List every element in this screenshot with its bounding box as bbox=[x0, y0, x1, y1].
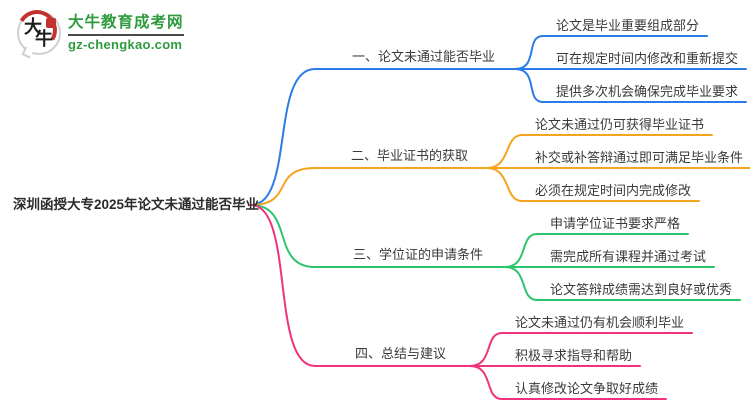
mindmap-leaf-node: 可在规定时间内修改和重新提交 bbox=[556, 51, 739, 66]
mindmap-leaf-node: 积极寻求指导和帮助 bbox=[515, 348, 633, 363]
logo-char-niu: 牛 bbox=[35, 29, 53, 49]
logo-text-block: 大牛教育成考网 gz-chengkao.com bbox=[68, 14, 184, 52]
mindmap-leaf-node: 补交或补答辩通过即可满足毕业条件 bbox=[535, 150, 744, 165]
daniu-logo-icon: 大 牛 bbox=[12, 5, 62, 59]
mindmap-leaf-node: 申请学位证书要求严格 bbox=[550, 216, 681, 231]
site-url: gz-chengkao.com bbox=[68, 36, 183, 52]
branch-label-1: 一、论文未通过能否毕业 bbox=[352, 49, 496, 64]
mindmap-leaf-node: 论文是毕业重要组成部分 bbox=[556, 18, 700, 33]
mindmap-leaf-node: 必须在规定时间内完成修改 bbox=[535, 183, 692, 198]
branch-label-4: 四、总结与建议 bbox=[355, 346, 447, 361]
mindmap-leaf-node: 论文未通过仍可获得毕业证书 bbox=[535, 117, 705, 132]
mindmap-leaf-node: 需完成所有课程并通过考试 bbox=[550, 249, 707, 264]
mindmap-leaf-node: 论文答辩成绩需达到良好或优秀 bbox=[550, 282, 733, 297]
mindmap-root-node: 深圳函授大专2025年论文未通过能否毕业 bbox=[13, 197, 260, 212]
logo-divider bbox=[68, 34, 184, 36]
branch-label-3: 三、学位证的申请条件 bbox=[353, 247, 484, 262]
mindmap-leaf-node: 论文未通过仍有机会顺利毕业 bbox=[515, 315, 685, 330]
site-name: 大牛教育成考网 bbox=[68, 14, 184, 32]
logo-char-da: 大 bbox=[24, 17, 42, 37]
mindmap-leaf-node: 提供多次机会确保完成毕业要求 bbox=[556, 84, 739, 99]
site-logo: 大 牛 大牛教育成考网 gz-chengkao.com bbox=[12, 5, 184, 59]
logo-red-seal-icon bbox=[46, 18, 56, 28]
mindmap-leaf-node: 认真修改论文争取好成绩 bbox=[515, 381, 659, 396]
branch-label-2: 二、毕业证书的获取 bbox=[351, 148, 469, 163]
